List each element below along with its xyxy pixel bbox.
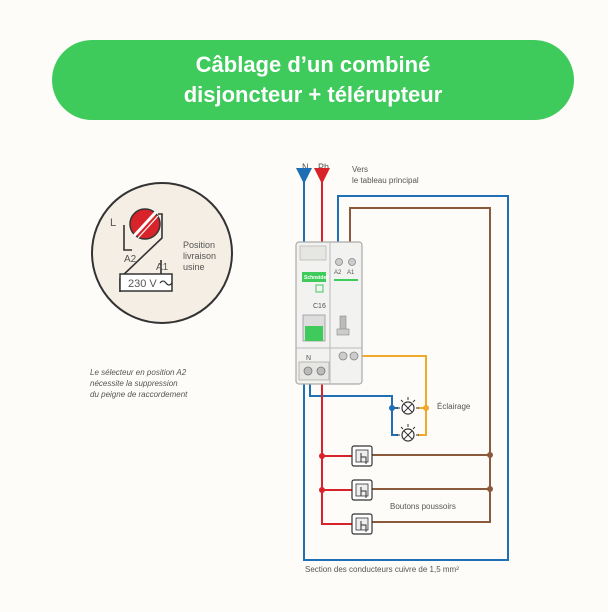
brand-label: Schneider: [304, 275, 328, 281]
voltage-box: [119, 273, 173, 292]
label-neutral: N: [302, 162, 309, 172]
node-lamp: [423, 405, 429, 411]
title-line-2: disjoncteur + télérupteur: [183, 82, 443, 107]
push-button-icon: [351, 445, 373, 467]
push-button-icon: [351, 513, 373, 535]
node-return-2: [487, 486, 493, 492]
lamp-icon: [397, 397, 419, 415]
selector-note: Le sélecteur en position A2 nécessite la…: [90, 368, 188, 399]
node-neutral: [389, 405, 395, 411]
wire-return-loop: [349, 207, 491, 523]
inset-wire-diag: [119, 213, 163, 279]
breaker-device: A2 A1 Schneider C16 N: [295, 241, 363, 385]
position-line-2: livraison: [183, 251, 216, 261]
position-line-3: usine: [183, 262, 205, 272]
position-line-1: Position: [183, 240, 215, 250]
node-phase-1: [319, 453, 325, 459]
voltage-label: 230 V: [128, 278, 157, 290]
label-a2: A2: [124, 254, 137, 265]
label-phase: Ph: [318, 162, 329, 172]
node-return-1: [487, 452, 493, 458]
wire-lamp-switched: [360, 355, 427, 436]
terminal-n: N: [306, 355, 311, 362]
label-l: L: [110, 217, 116, 229]
label-section: Section des conducteurs cuivre de 1,5 mm…: [305, 565, 459, 574]
wire-neutral-loop: [303, 195, 509, 561]
node-phase-2: [319, 487, 325, 493]
selector-knob-icon: [129, 208, 161, 240]
inset-wire-l: [123, 225, 132, 251]
lamp-icon: [397, 424, 419, 442]
note-line-2: nécessite la suppression: [90, 379, 178, 388]
title-banner: Câblage d’un combiné disjoncteur + télér…: [52, 40, 574, 120]
terminal-a1: A1: [347, 270, 355, 276]
vers-line-1: Vers: [352, 165, 368, 174]
terminal-a2: A2: [334, 270, 342, 276]
wire-phase-main: [321, 380, 352, 525]
note-line-3: du peigne de raccordement: [90, 390, 188, 399]
rating-label: C16: [313, 303, 326, 310]
label-a1: A1: [156, 262, 169, 273]
title-line-1: Câblage d’un combiné: [195, 52, 431, 77]
push-button-icon: [351, 479, 373, 501]
note-line-1: Le sélecteur en position A2: [90, 368, 187, 377]
wire-neutral-lamps: [309, 380, 398, 436]
ac-wave-icon: [159, 280, 173, 286]
vers-line-2: le tableau principal: [352, 176, 419, 185]
selector-inset: 230 V L A2 A1 Position livraison usine: [91, 182, 233, 324]
label-eclairage: Éclairage: [437, 402, 471, 411]
label-boutons: Boutons poussoirs: [390, 502, 456, 511]
